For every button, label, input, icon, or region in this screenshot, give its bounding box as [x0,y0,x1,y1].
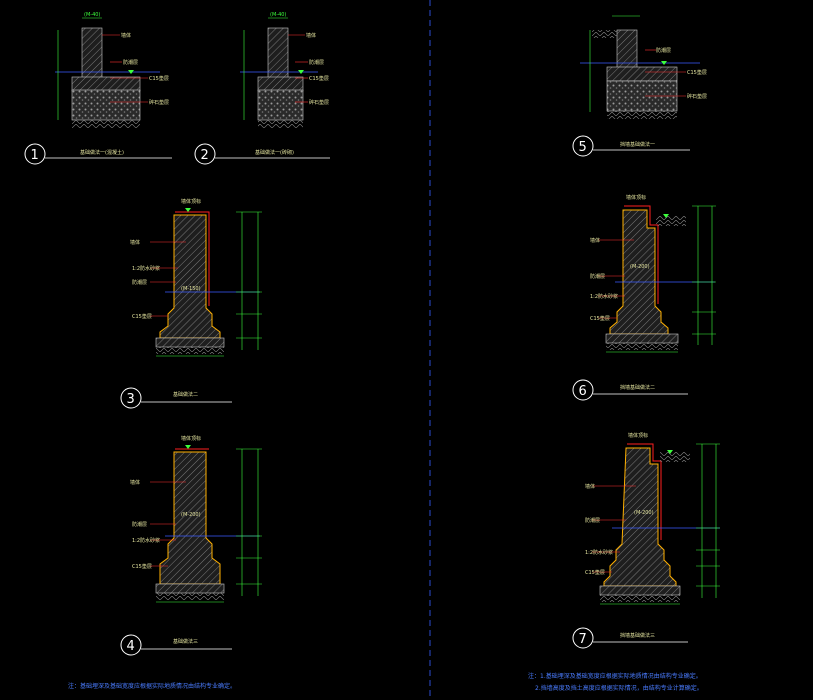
detail-4-dim-mid: (M-200) [181,512,201,518]
detail-5: 防潮层 C15垫层 碎石垫层 5 挡墙基础做法一 [572,15,707,157]
detail-7-label-a: 防潮层 [585,517,600,524]
detail-3-number: 3 [127,392,135,407]
detail-3-label-top: 墙体顶标 [181,198,201,205]
detail-1-title: 基础做法一(混凝土) [80,149,124,156]
detail-5-label-c: 碎石垫层 [687,93,707,100]
detail-4-label-b: 1:2防水砂浆 [132,537,160,544]
detail-1-dim-top: (M-40) [84,12,100,18]
detail-6-label-b: 1:2防水砂浆 [590,293,618,300]
detail-6: 墙体顶标 墙体 防潮层 1:2防水砂浆 C15垫层 (M-200) 6 挡墙基础… [572,194,716,401]
detail-6-label-top: 墙体顶标 [626,194,646,201]
detail-7-dim-mid: (M-200) [634,510,654,516]
detail-1-label-water: 防潮层 [123,59,138,66]
detail-7-number: 7 [579,632,587,647]
detail-7: 墙体顶标 墙体 防潮层 1:2防水砂浆 C15垫层 (M-200) 7 挡墙基础… [572,432,720,649]
detail-2: (M-40) 墙体 防潮层 C15垫层 碎石垫层 2 基础做法一(砖砌) [194,12,330,165]
notes-right-2: 2.挡墙高度及挡土高度应根据实际情况，由结构专业计算确定。 [535,684,703,692]
detail-2-title: 基础做法一(砖砌) [255,149,294,156]
notes-left: 注：基础埋深及基础宽度应根据实际地质情况由结构专业确定。 [68,682,236,690]
detail-2-label-mortar: C15垫层 [309,75,329,82]
detail-4: 墙体顶标 墙体 防潮层 1:2防水砂浆 C15垫层 (M-200) 4 基础做法… [120,435,262,656]
detail-5-number: 5 [579,140,587,155]
detail-7-title: 挡墙基础做法三 [620,632,655,639]
detail-3-label-wall: 墙体 [130,239,140,246]
detail-4-label-wall: 墙体 [130,479,140,486]
detail-3-label-b: 防潮层 [132,279,147,286]
detail-3-label-a: 1:2防水砂浆 [132,265,160,272]
detail-2-label-bed: 碎石垫层 [309,99,329,106]
detail-1-label-mortar: C15垫层 [149,75,169,82]
notes-right-1: 注：1.基础埋深及基础宽度应根据实际地质情况由结构专业确定。 [528,672,702,680]
detail-6-number: 6 [579,384,587,399]
detail-4-number: 4 [127,639,135,654]
detail-1: (M-40) 墙体 防潮层 C15垫层 碎石垫层 1 基础做法一(混凝土) [24,12,172,165]
detail-7-label-c: C15垫层 [585,569,605,576]
detail-2-dim-top: (M-40) [270,12,286,18]
detail-6-label-c: C15垫层 [590,315,610,322]
detail-7-label-wall: 墙体 [585,483,595,490]
detail-6-dim-mid: (M-200) [630,264,650,270]
detail-2-label-water: 防潮层 [309,59,324,66]
detail-1-number: 1 [31,148,39,163]
detail-2-label-wall: 墙体 [306,32,316,39]
detail-4-label-a: 防潮层 [132,521,147,528]
detail-1-label-bed: 碎石垫层 [149,99,169,106]
detail-3-label-c: C15垫层 [132,313,152,320]
detail-4-label-top: 墙体顶标 [181,435,201,442]
detail-5-label-a: 防潮层 [656,47,671,54]
detail-5-title: 挡墙基础做法一 [620,141,655,148]
detail-3-title: 基础做法二 [173,391,198,398]
detail-6-title: 挡墙基础做法二 [620,384,655,391]
detail-7-label-top: 墙体顶标 [628,432,648,439]
detail-1-label-wall: 墙体 [121,32,131,39]
detail-4-label-c: C15垫层 [132,563,152,570]
detail-5-label-b: C15垫层 [687,69,707,76]
detail-4-title: 基础做法三 [173,638,198,645]
detail-3-dim-mid: (M-150) [181,286,201,292]
detail-6-label-a: 防潮层 [590,273,605,280]
detail-6-label-wall: 墙体 [590,237,600,244]
detail-2-number: 2 [201,148,209,163]
detail-3: 墙体顶标 墙体 1:2防水砂浆 防潮层 C15垫层 (M-150) 3 基础做法… [120,198,262,409]
detail-7-label-b: 1:2防水砂浆 [585,549,613,556]
